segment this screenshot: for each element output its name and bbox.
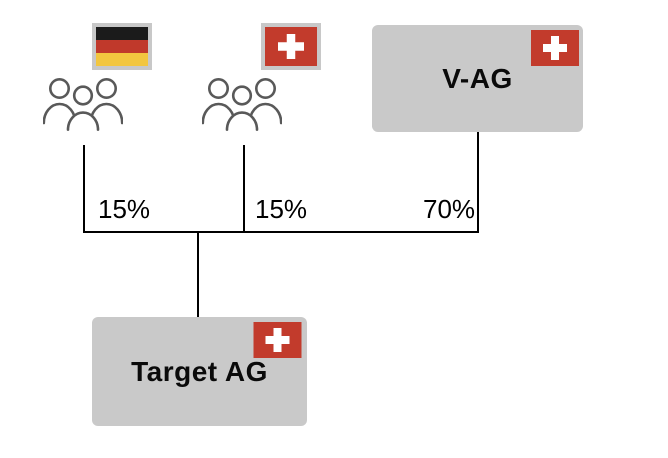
switzerland-flag-face	[265, 27, 317, 66]
germany-flag-gold-stripe	[96, 53, 148, 66]
connector-v-ag-vertical	[477, 132, 479, 233]
germany-flag-black-stripe	[96, 27, 148, 40]
stake-label-swiss-group: 15%	[255, 194, 308, 224]
company-box-target-ag: Target AG	[92, 317, 307, 426]
germany-flag	[92, 23, 152, 70]
company-name-v-ag: V-AG	[442, 62, 513, 94]
people-group-icon	[43, 78, 123, 131]
germany-flag-red-stripe	[96, 40, 148, 53]
switzerland-flag	[253, 322, 302, 358]
company-name-target-ag: Target AG	[131, 355, 268, 387]
connector-swiss-group-vertical	[243, 145, 245, 233]
stake-label-v-ag: 70%	[423, 194, 476, 224]
connector-german-group-vertical	[83, 145, 85, 233]
connector-target-vertical	[197, 231, 199, 318]
switzerland-flag	[531, 30, 579, 66]
connector-horizontal-bus	[83, 231, 479, 233]
stake-label-german-group: 15%	[98, 194, 151, 224]
switzerland-flag	[261, 23, 321, 70]
people-group-icon	[202, 78, 282, 131]
company-box-v-ag: V-AG	[372, 25, 583, 132]
